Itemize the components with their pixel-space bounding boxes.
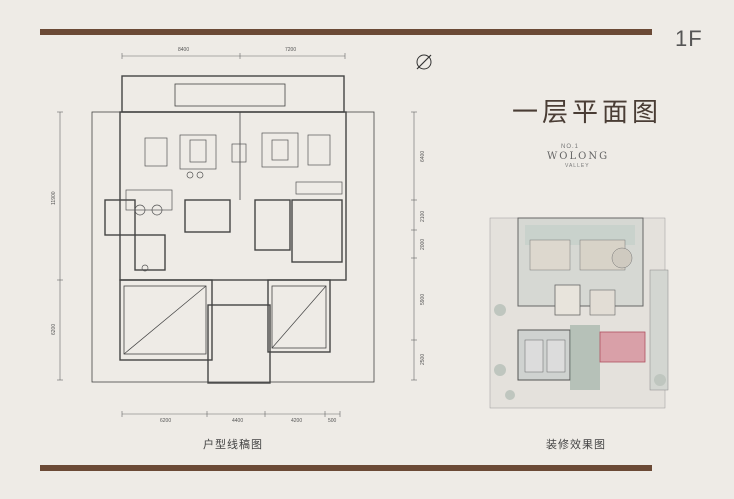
furniture: [125, 132, 343, 272]
dim-right-3: 2000: [420, 239, 426, 250]
line-drawing-caption: 户型线稿图: [203, 439, 263, 451]
brand-top: NO.1: [561, 144, 580, 150]
dim-right-4: 5900: [420, 294, 426, 305]
floor-title: 一层平面图: [512, 98, 663, 128]
top-accent-bar: [40, 29, 652, 35]
line-drawing-plan: [91, 75, 375, 384]
brand-sub: VALLEY: [565, 163, 590, 169]
brand-name: WOLONG: [547, 151, 610, 162]
dim-right-2: 2100: [420, 211, 426, 222]
dim-right-5: 2500: [420, 354, 426, 365]
dim-right-1: 6400: [420, 151, 426, 162]
dim-top-2: 7200: [285, 47, 296, 53]
compass-icon: [416, 54, 432, 70]
render-caption: 装修效果图: [546, 439, 606, 451]
floor-code: 1F: [675, 26, 703, 51]
dim-top-1: 8400: [178, 47, 189, 53]
dim-left-1: 11900: [51, 191, 57, 205]
dim-left-2: 6200: [51, 324, 57, 335]
bottom-accent-bar: [40, 465, 652, 471]
dim-bottom-3: 4200: [291, 418, 302, 424]
dim-bottom-4: 500: [328, 418, 337, 424]
dim-bottom-1: 6200: [160, 418, 171, 424]
render-plan: [489, 217, 669, 409]
dim-bottom-2: 4400: [232, 418, 243, 424]
